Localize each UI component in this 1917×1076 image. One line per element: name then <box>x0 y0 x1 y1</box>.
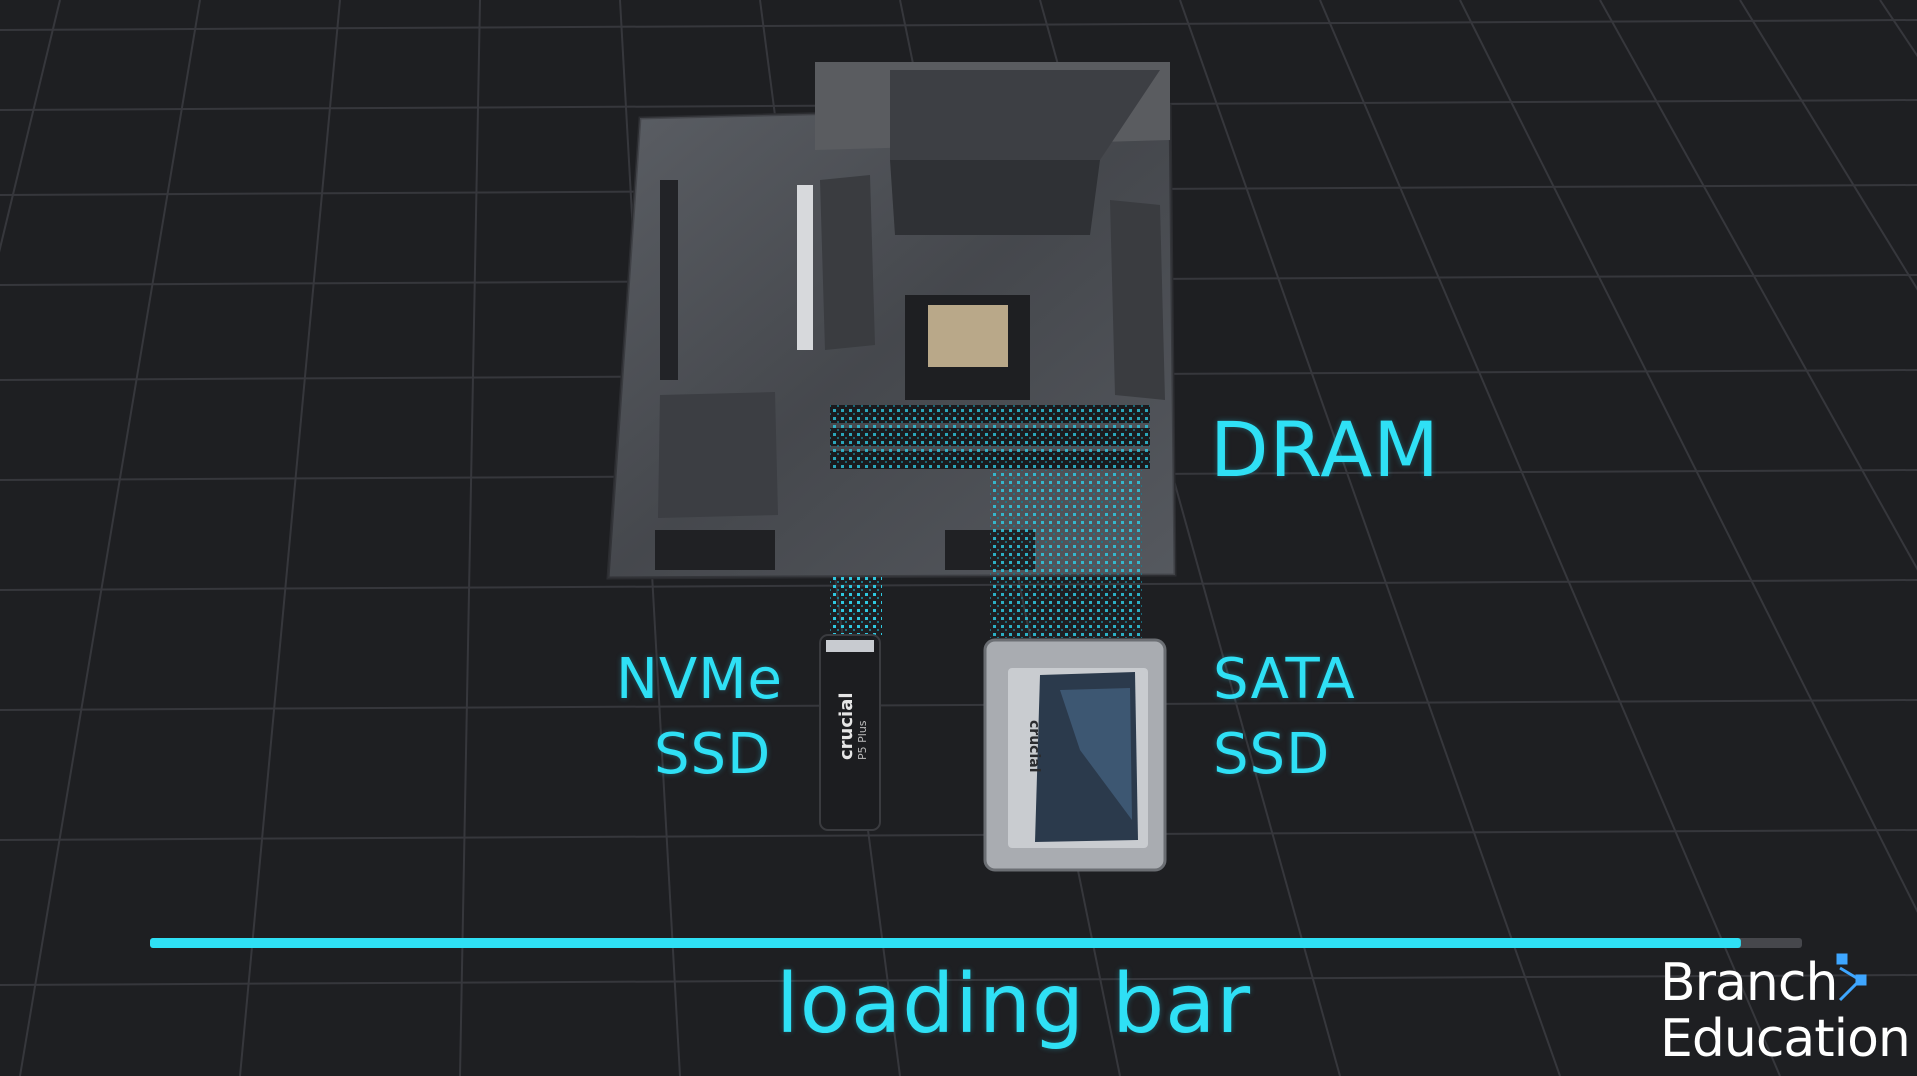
logo-line1: Branch <box>1660 953 1838 1013</box>
motherboard <box>606 62 1177 580</box>
loading-bar <box>150 938 1802 948</box>
nvme-label-line1: NVMe <box>616 647 783 712</box>
sata-data-stream <box>990 470 1142 638</box>
pcie-slot <box>660 180 678 380</box>
cpu <box>928 305 1008 367</box>
sata-ports <box>655 530 775 570</box>
chipset-cover <box>820 175 875 350</box>
ram-modules <box>830 405 1150 469</box>
sata-label-line2: SSD <box>1213 722 1331 787</box>
nvme-brand-text: crucial <box>836 692 857 760</box>
branch-education-logo: Branch Education <box>1660 953 1911 1069</box>
vrm-heatsink-top <box>890 70 1160 160</box>
nvme-data-stream <box>830 575 882 635</box>
logo-line2: Education <box>1660 1009 1911 1069</box>
loading-bar-fill <box>150 938 1741 948</box>
m2-heatsink <box>658 392 778 518</box>
sata-ssd: crucial <box>983 638 1167 872</box>
vrm-heatsink-side <box>1110 200 1165 400</box>
sata-brand-text: crucial <box>1026 720 1042 773</box>
dram-label: DRAM <box>1210 405 1440 494</box>
nvme-model-text: P5 Plus <box>856 720 869 760</box>
pcie-slot-reinforced <box>797 185 813 350</box>
nvme-ssd: crucial P5 Plus <box>819 634 881 831</box>
sata-label-line1: SATA <box>1213 647 1356 712</box>
branch-education-logo-icon <box>1836 953 1867 1002</box>
nvme-label-line2: SSD <box>654 722 772 787</box>
loading-bar-caption: loading bar <box>776 957 1252 1052</box>
